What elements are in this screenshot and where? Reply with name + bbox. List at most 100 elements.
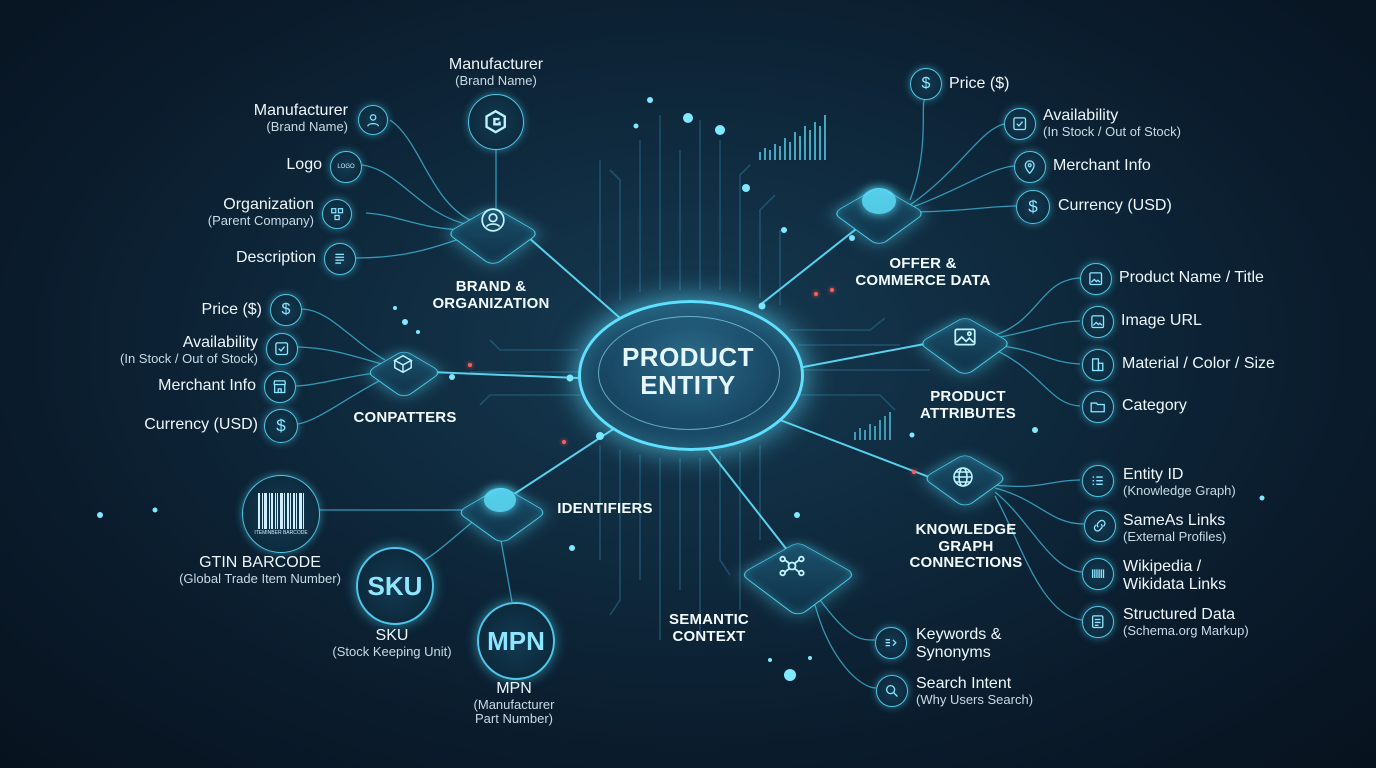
spark [830, 288, 834, 292]
compatters-wires [296, 309, 385, 424]
semantic-hub-line-1: SEMANTIC [650, 612, 768, 629]
brand-hub-line-2: ORGANIZATION [425, 296, 557, 313]
knowledge-hub-line-3: CONNECTIONS [896, 555, 1036, 572]
mini-bar-chart-mid [855, 412, 890, 440]
semantic-item-sub: (Why Users Search) [916, 693, 1033, 707]
attribute-item-title: Product Name / Title [1119, 269, 1264, 287]
brand-top-label: Manufacturer (Brand Name) [426, 56, 566, 88]
identifiers-hub-line-1: IDENTIFIERS [550, 501, 660, 518]
semantic-item-intent: Search Intent (Why Users Search) [916, 675, 1033, 707]
compatters-item-currency: Currency (USD) [120, 416, 258, 434]
image-icon[interactable] [1080, 263, 1112, 295]
brand-g-icon[interactable] [468, 94, 524, 150]
brand-top-title: Manufacturer [426, 56, 566, 74]
attributes-hub-line-2: ATTRIBUTES [900, 406, 1036, 423]
identifier-sku-label: SKU (Stock Keeping Unit) [322, 627, 462, 659]
attribute-item-title: Material / Color / Size [1122, 355, 1275, 373]
user-circle-icon [478, 205, 508, 235]
offer-hub-line-1: OFFER & [848, 256, 998, 273]
compatters-item-title: Price ($) [150, 301, 262, 319]
offer-item-price: Price ($) [949, 75, 1009, 93]
brand-item-title: Logo [222, 156, 322, 174]
dollar-icon[interactable]: $ [910, 68, 942, 100]
sku-title: SKU [322, 627, 462, 645]
barcode-icon[interactable] [1082, 558, 1114, 590]
compatters-item-title: Merchant Info [130, 377, 256, 395]
semantic-wires [815, 600, 876, 688]
brand-item-organization: Organization (Parent Company) [160, 196, 314, 228]
offer-hub-line-2: COMMERCE DATA [848, 273, 998, 290]
mpn-badge-text: MPN [487, 626, 545, 657]
identifier-mpn-label: MPN (Manufacturer Part Number) [454, 680, 574, 726]
brand-item-sub: (Parent Company) [160, 214, 314, 228]
offer-item-sub: (In Stock / Out of Stock) [1043, 125, 1181, 139]
offer-wires [910, 100, 1016, 212]
compatters-item-sub: (In Stock / Out of Stock) [100, 352, 258, 366]
folder-icon[interactable] [1082, 391, 1114, 423]
document-icon[interactable] [324, 243, 356, 275]
network-icon [776, 550, 808, 582]
offer-item-merchant: Merchant Info [1053, 157, 1151, 175]
attributes-hub-label: PRODUCT ATTRIBUTES [900, 389, 1036, 422]
compatters-item-title: Availability [100, 334, 258, 352]
identifier-gtin-label: GTIN BARCODE (Global Trade Item Number) [170, 554, 350, 586]
check-icon[interactable] [1004, 108, 1036, 140]
brand-item-title: Organization [160, 196, 314, 214]
knowledge-item-sub: (External Profiles) [1123, 530, 1226, 544]
brand-item-manufacturer: Manufacturer (Brand Name) [188, 102, 348, 134]
spark [562, 440, 566, 444]
gtin-barcode-icon[interactable]: ITEMINBER BARCODE [242, 475, 320, 553]
semantic-item-title: Keywords & [916, 626, 1001, 644]
knowledge-item-wikipedia: Wikipedia / Wikidata Links [1123, 558, 1226, 593]
knowledge-item-title: Entity ID [1123, 466, 1236, 484]
check-icon[interactable] [266, 333, 298, 365]
gtin-title: GTIN BARCODE [170, 554, 350, 572]
user-icon[interactable] [358, 105, 388, 135]
code-icon[interactable] [1082, 606, 1114, 638]
knowledge-item-structured: Structured Data (Schema.org Markup) [1123, 606, 1249, 638]
knowledge-hub-label: KNOWLEDGE GRAPH CONNECTIONS [896, 522, 1036, 572]
org-icon[interactable] [322, 199, 352, 229]
logo-icon[interactable]: LOGO [330, 151, 362, 183]
attribute-item-category: Category [1122, 397, 1187, 415]
compatters-hub-label: CONPATTERS [344, 410, 466, 427]
brand-item-logo: Logo [222, 156, 322, 174]
identifiers-hub-label: IDENTIFIERS [550, 501, 660, 518]
image-icon[interactable] [1082, 306, 1114, 338]
location-icon[interactable] [1014, 151, 1046, 183]
offer-item-currency: Currency (USD) [1058, 197, 1172, 215]
mpn-badge[interactable]: MPN [477, 602, 555, 680]
attribute-item-material: Material / Color / Size [1122, 355, 1275, 373]
knowledge-hub-line-2: GRAPH [896, 539, 1036, 556]
list-icon[interactable] [1082, 465, 1114, 497]
knowledge-item-entity-id: Entity ID (Knowledge Graph) [1123, 466, 1236, 498]
logo-badge-text: LOGO [337, 164, 354, 170]
semantic-hub-label: SEMANTIC CONTEXT [650, 612, 768, 645]
attribute-item-title: Category [1122, 397, 1187, 415]
image-frame-icon [950, 322, 980, 352]
knowledge-item-title: SameAs Links [1123, 512, 1226, 530]
store-icon[interactable] [264, 371, 296, 403]
link-icon[interactable] [1084, 510, 1116, 542]
search-icon[interactable] [876, 675, 908, 707]
brand-top-sub: (Brand Name) [426, 74, 566, 88]
mini-bar-chart-top [760, 115, 825, 160]
dollar-icon[interactable]: $ [270, 294, 302, 326]
sku-badge[interactable]: SKU [356, 547, 434, 625]
brand-hub-line-1: BRAND & [425, 279, 557, 296]
center-line-2: ENTITY [578, 371, 798, 399]
dollar-icon[interactable]: $ [1016, 190, 1050, 224]
offer-hub-label: OFFER & COMMERCE DATA [848, 256, 998, 289]
semantic-item-keywords: Keywords & Synonyms [916, 626, 1001, 661]
compatters-hub-line-1: CONPATTERS [344, 410, 466, 427]
brand-item-sub: (Brand Name) [188, 120, 348, 134]
palette-icon[interactable] [1082, 349, 1114, 381]
brand-hub-label: BRAND & ORGANIZATION [425, 279, 557, 312]
offer-item-title: Availability [1043, 107, 1181, 125]
dollar-icon[interactable]: $ [264, 409, 298, 443]
center-line-1: PRODUCT [578, 343, 798, 371]
mpn-sub-2: Part Number) [454, 712, 574, 726]
spark [468, 363, 472, 367]
tag-icon[interactable] [875, 627, 907, 659]
compatters-item-title: Currency (USD) [120, 416, 258, 434]
